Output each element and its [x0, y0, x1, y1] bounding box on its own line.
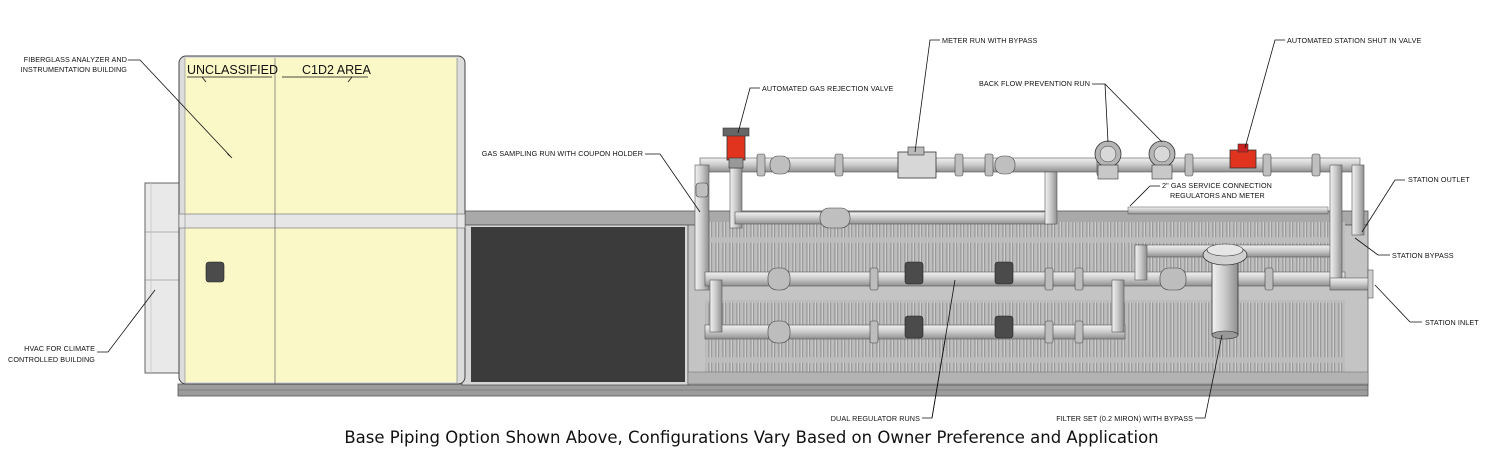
piping	[205, 127, 1374, 344]
filter-vessel	[1202, 243, 1248, 340]
gas-service-label-1: 2" GAS SERVICE CONNECTION	[1162, 181, 1272, 190]
gas-rejection-label: AUTOMATED GAS REJECTION VALVE	[762, 84, 893, 93]
skid-dark-panel	[471, 227, 685, 382]
fiberglass-label-1: FIBERGLASS ANALYZER AND	[24, 55, 127, 64]
c1d2-area-label: C1D2 AREA	[302, 63, 371, 77]
hvac-label-2: CONTROLLED BUILDING	[8, 355, 95, 364]
callout-labels: FIBERGLASS ANALYZER AND INSTRUMENTATION …	[8, 36, 1479, 423]
fiberglass-label-2: INSTRUMENTATION BUILDING	[21, 65, 128, 74]
gas-sampling-label: GAS SAMPLING RUN WITH COUPON HOLDER	[482, 149, 643, 158]
meter-run-label: METER RUN WITH BYPASS	[942, 36, 1038, 45]
gas-service-label-2: REGULATORS AND METER	[1170, 191, 1265, 200]
station-outlet-label: STATION OUTLET	[1408, 175, 1470, 184]
gas-rejection-valve	[722, 127, 750, 169]
shut-in-label: AUTOMATED STATION SHUT IN VALVE	[1287, 36, 1421, 45]
station-bypass-label: STATION BYPASS	[1392, 251, 1454, 260]
station-shut-in-valve	[1229, 143, 1257, 169]
hvac-unit	[144, 182, 182, 374]
filter-set-label: FILTER SET (0.2 MIRON) WITH BYPASS	[1056, 414, 1193, 423]
hvac-label-1: HVAC FOR CLIMATE	[24, 344, 95, 353]
unclassified-label: UNCLASSIFIED	[187, 63, 278, 77]
diagram-caption: Base Piping Option Shown Above, Configur…	[344, 428, 1159, 447]
dual-regulator-label: DUAL REGULATOR RUNS	[831, 414, 920, 423]
leader-lines	[97, 39, 1422, 419]
station-inlet-label: STATION INLET	[1425, 318, 1479, 327]
back-flow-label: BACK FLOW PREVENTION RUN	[979, 79, 1090, 88]
analyzer-building	[178, 55, 466, 385]
